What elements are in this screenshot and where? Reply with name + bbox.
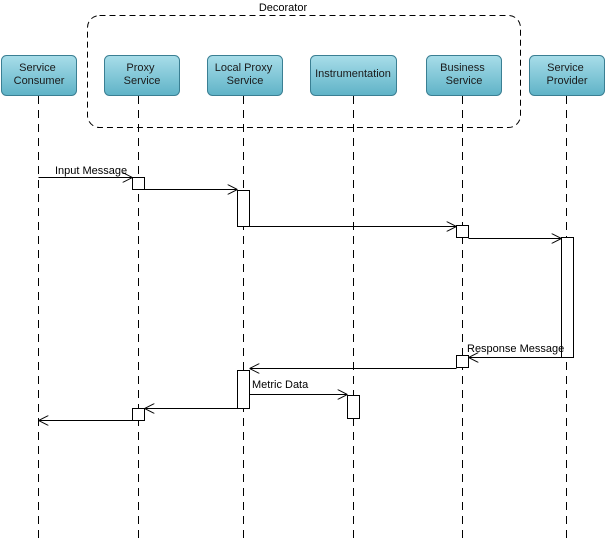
participant-label: Local Proxy <box>215 62 273 74</box>
participant-label: Instrumentation <box>315 68 391 80</box>
participant-box <box>104 55 180 96</box>
participant-box <box>1 55 77 96</box>
participant-local-proxy-service: Local Proxy Service <box>207 55 283 96</box>
activation-business-service-1 <box>456 225 469 238</box>
svg-text:Service Consumer: Service Consumer <box>14 62 65 87</box>
participant-instrumentation: Instrumentation <box>310 55 397 96</box>
participant-box <box>310 55 397 96</box>
participant-label: Service <box>227 75 264 87</box>
participant-label: Service <box>19 62 56 74</box>
activation-local-proxy-service-1 <box>237 190 250 227</box>
participant-label: Service <box>446 75 483 87</box>
messages <box>38 178 562 421</box>
svg-text:Service Provider: Service Provider <box>547 62 588 87</box>
participant-box <box>207 55 283 96</box>
activation-instrumentation <box>347 395 360 419</box>
activation-proxy-service-1 <box>132 177 145 190</box>
message-label-response: Response Message <box>467 343 564 355</box>
activation-service-provider <box>561 237 574 358</box>
lifelines <box>38 96 567 538</box>
message-label-input: Input Message <box>55 165 127 177</box>
decorator-label: Decorator <box>259 2 308 14</box>
participant-service-consumer: Service Consumer <box>1 55 77 96</box>
participant-label: Provider <box>547 75 588 87</box>
message-label-metric: Metric Data <box>252 379 309 391</box>
participant-label: Service <box>547 62 584 74</box>
participant-label: Business <box>440 62 485 74</box>
activation-proxy-service-2 <box>132 408 145 421</box>
svg-text:Local Proxy Service: Local Proxy Service <box>215 62 276 87</box>
decorator-boundary <box>87 15 521 128</box>
svg-text:Proxy Service: Proxy Service <box>124 62 161 87</box>
participant-label: Service <box>124 75 161 87</box>
activation-business-service-2 <box>456 355 469 368</box>
participant-box <box>529 55 605 96</box>
svg-text:Instrumentation: Instrumentation <box>315 68 391 80</box>
participant-label: Proxy <box>126 62 155 74</box>
activation-local-proxy-service-2 <box>237 370 250 409</box>
participant-box <box>426 55 502 96</box>
activations <box>132 177 574 421</box>
participant-service-provider: Service Provider <box>529 55 605 96</box>
participant-business-service: Business Service <box>426 55 502 96</box>
participant-label: Consumer <box>14 75 65 87</box>
svg-text:Business Service: Business Service <box>440 62 488 87</box>
participant-proxy-service: Proxy Service <box>104 55 180 96</box>
